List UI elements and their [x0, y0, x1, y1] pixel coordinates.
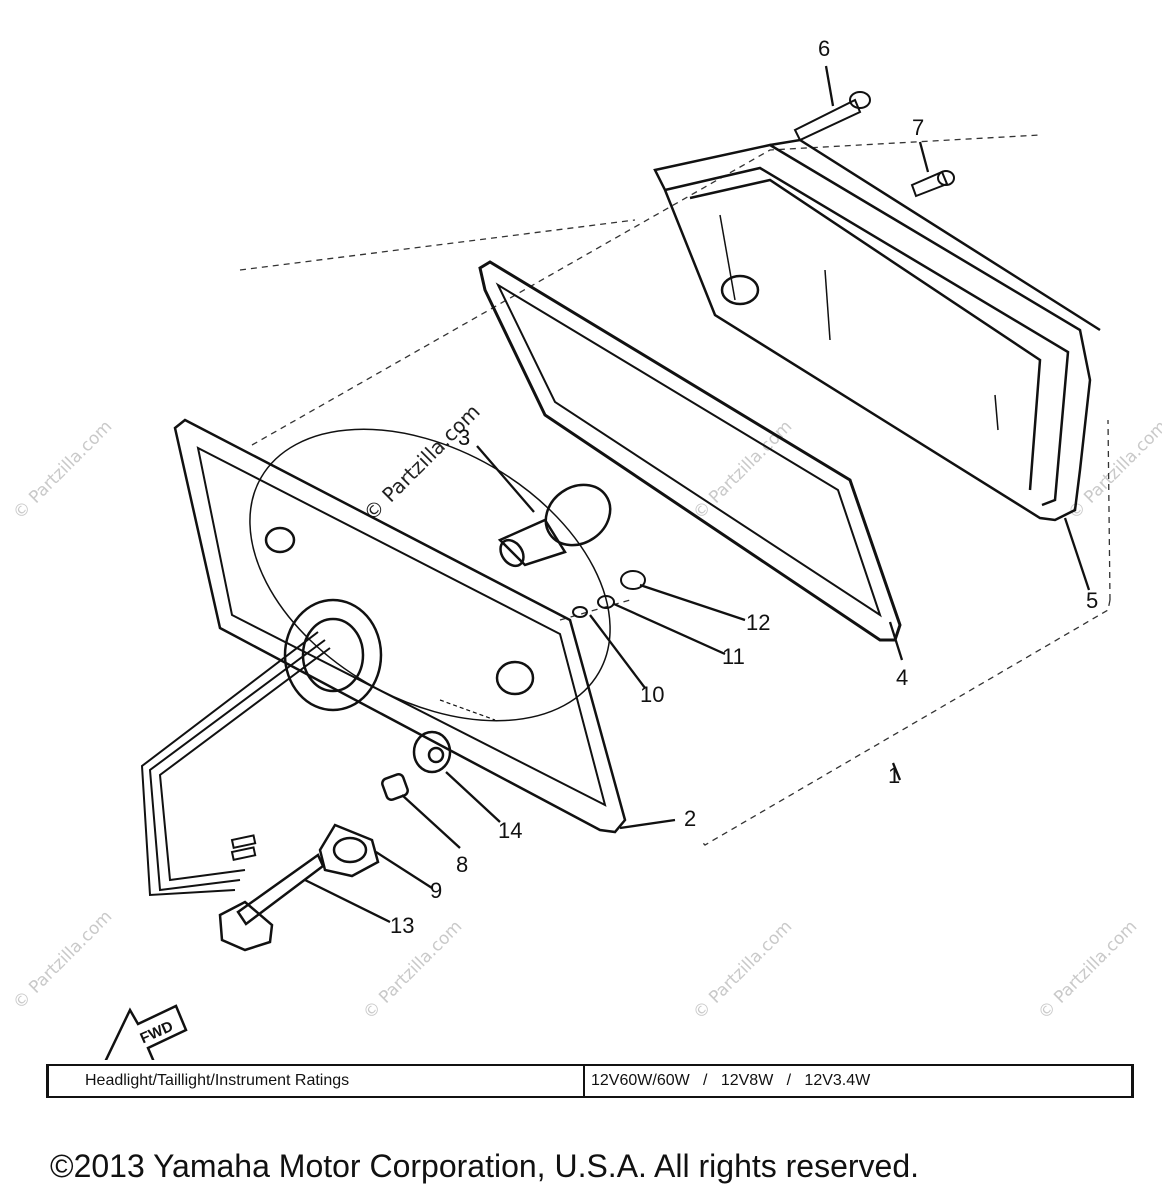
watermark: © Partzilla.com	[9, 417, 116, 524]
leader-lines	[304, 65, 1091, 924]
parts-adjuster-hardware	[218, 730, 452, 952]
watermark: © Partzilla.com	[9, 907, 116, 1014]
callout-13: 13	[390, 913, 414, 938]
watermark-group: © Partzilla.com © Partzilla.com © Partzi…	[9, 417, 1162, 1024]
fwd-arrow-icon: FWD	[104, 1004, 188, 1060]
part-3-bulb	[497, 483, 612, 568]
callout-12: 12	[746, 610, 770, 635]
watermark-dark: © Partzilla.com	[359, 399, 485, 525]
headlight-exploded-diagram: © Partzilla.com © Partzilla.com © Partzi…	[9, 36, 1162, 1060]
callout-10: 10	[640, 682, 664, 707]
ratings-table: Headlight/Taillight/Instrument Ratings 1…	[46, 1064, 1134, 1098]
callout-3: 3	[458, 425, 470, 450]
callout-9: 9	[430, 878, 442, 903]
part-5-lens-housing	[653, 138, 1101, 522]
callout-1: 1	[888, 763, 900, 788]
callout-11: 11	[722, 644, 745, 669]
callout-7: 7	[912, 115, 924, 140]
callout-14: 14	[498, 818, 522, 843]
callout-2: 2	[684, 806, 696, 831]
callout-4: 4	[896, 665, 908, 690]
parts-10-11-12-hardware	[572, 570, 646, 618]
part-2-rim	[173, 418, 627, 834]
callout-labels: 1 2 3 4 5 6 7 8 9 10 11 12 13 14	[390, 36, 1098, 938]
callout-5: 5	[1086, 588, 1098, 613]
callout-6: 6	[818, 36, 830, 61]
ratings-value: 12V60W/60W / 12V8W / 12V3.4W	[591, 1072, 871, 1089]
ratings-label: Headlight/Taillight/Instrument Ratings	[49, 1066, 585, 1096]
watermark: © Partzilla.com	[1034, 917, 1141, 1024]
wiring-harness	[140, 631, 331, 897]
callout-8: 8	[456, 852, 468, 877]
copyright-notice: ©2013 Yamaha Motor Corporation, U.S.A. A…	[50, 1148, 920, 1184]
parts-6-7-screws	[793, 91, 955, 198]
part-4-gasket	[478, 260, 902, 642]
assembly-outline	[239, 134, 1111, 846]
watermark: © Partzilla.com	[689, 917, 796, 1024]
